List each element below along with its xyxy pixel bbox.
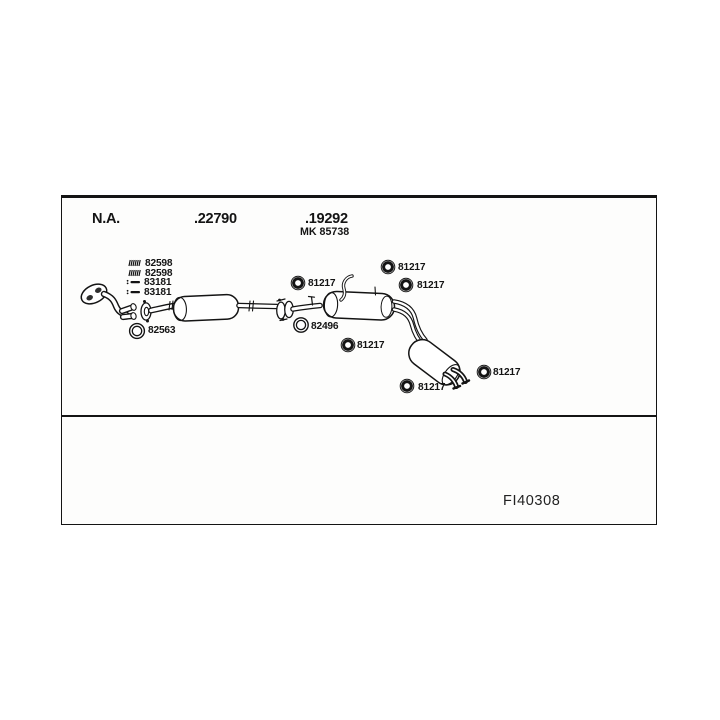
legend-label: 82598 — [145, 257, 173, 269]
stud-icon — [126, 279, 140, 285]
front-flange — [80, 283, 108, 305]
stud-icon — [126, 289, 140, 294]
legend-label: 82598 — [145, 266, 173, 279]
gasket-ring-82496 — [293, 317, 309, 333]
legend-row-spring-1: 82598 — [128, 257, 173, 269]
main-muffler — [322, 290, 396, 321]
figure-code: FI40308 — [503, 493, 561, 509]
legend-label: 83181 — [144, 276, 172, 288]
part-label-81217-3: 81217 — [417, 279, 445, 291]
part-label-82563: 82563 — [148, 324, 176, 336]
mount-ring-6 — [476, 364, 492, 380]
header-section-na: N.A. — [92, 210, 120, 227]
exhaust-tips — [442, 367, 471, 390]
legend-row-spring-2: 82598 — [128, 266, 173, 279]
tail-pipes-down — [391, 299, 428, 348]
part-label-81217-4: 81217 — [357, 339, 385, 351]
hanger-hook — [339, 274, 354, 302]
front-downpipe — [100, 290, 137, 321]
header-section-mk85738: MK 85738 — [300, 226, 350, 238]
mount-ring-2 — [380, 259, 396, 275]
part-label-81217-5: 81217 — [418, 381, 446, 393]
parts-diagram-panel: N.A. .22790 .19292 MK 85738 82598 82598 … — [61, 195, 657, 525]
part-label-81217-1: 81217 — [308, 277, 336, 289]
part-label-81217-6: 81217 — [493, 366, 521, 378]
ball-joint-flanges — [276, 298, 294, 322]
front-connecting-pipe — [148, 300, 178, 314]
rear-inlet-pipe — [290, 295, 323, 312]
gasket-ring-82563 — [128, 322, 146, 340]
legend-label: 83181 — [144, 285, 172, 298]
center-muffler — [172, 293, 240, 322]
header-section-19292: .19292 — [305, 210, 348, 227]
mount-ring-1 — [290, 275, 306, 291]
part-label-81217-2: 81217 — [398, 261, 426, 273]
mount-ring-3 — [398, 277, 414, 293]
spring-icon — [128, 269, 141, 276]
mount-ring-5 — [399, 378, 415, 394]
legend-row-stud-2: 83181 — [126, 285, 172, 298]
mid-pipe — [236, 300, 280, 312]
main-muffler-hanger-pin — [374, 286, 377, 296]
header-section-22790: .22790 — [194, 210, 237, 227]
exhaust-system-drawing — [80, 259, 492, 394]
part-label-82496: 82496 — [311, 320, 339, 332]
mount-ring-4 — [340, 337, 356, 353]
panel-divider — [62, 415, 656, 417]
downpipe-joint-flange — [140, 300, 152, 323]
spring-icon — [128, 259, 141, 267]
legend-row-stud-1: 83181 — [126, 276, 172, 288]
